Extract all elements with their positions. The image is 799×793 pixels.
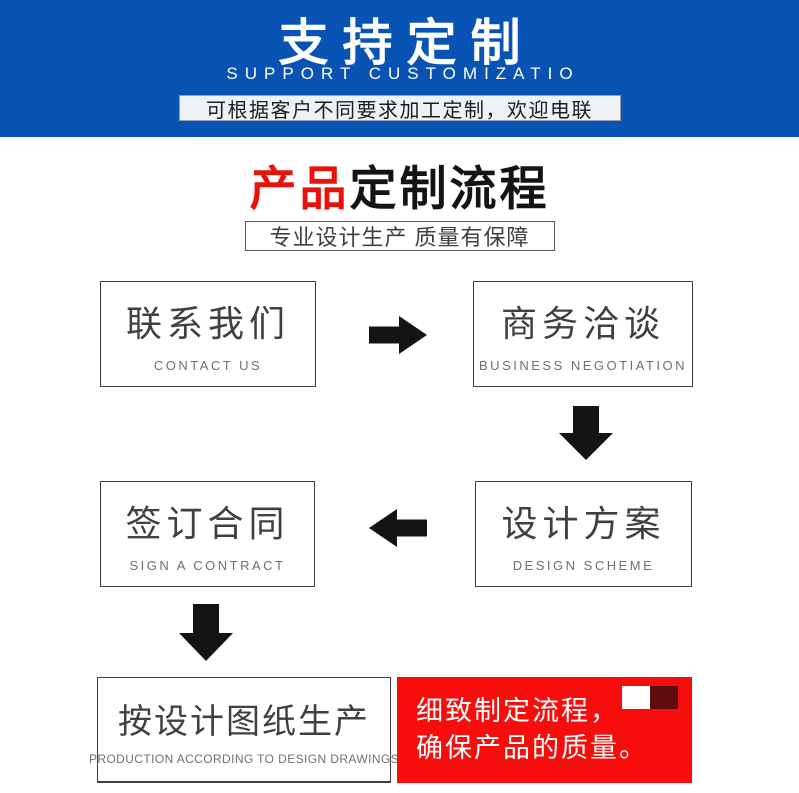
- flow-step-sign-contract: 签订合同 SIGN A CONTRACT: [100, 481, 315, 587]
- section-subtitle-box: 专业设计生产 质量有保障: [244, 221, 555, 251]
- step-en-label: CONTACT US: [153, 358, 263, 373]
- step-en-label: SIGN A CONTRACT: [129, 558, 286, 573]
- flow-step-business-negotiation: 商务洽谈 BUSINESS NEGOTIATION: [473, 281, 693, 387]
- section-title-accent: 产品: [249, 162, 350, 215]
- decor-maroon-square: [650, 686, 678, 709]
- decor-white-square: [622, 686, 650, 709]
- section-title: 产品定制流程: [0, 150, 799, 219]
- banner-title: 支持定制: [278, 15, 535, 71]
- banner-tagline-text: 可根据客户不同要求加工定制，欢迎电联: [206, 99, 593, 122]
- section-title-rest: 定制流程: [349, 162, 550, 215]
- note-line-1: 细致制定流程，: [416, 696, 619, 726]
- step-zh-label: 签订合同: [125, 503, 290, 544]
- flow-step-production: 按设计图纸生产 PRODUCTION ACCORDING TO DESIGN D…: [89, 677, 399, 783]
- section-subtitle-text: 专业设计生产 质量有保障: [269, 225, 530, 250]
- step-en-label: DESIGN SCHEME: [512, 558, 655, 573]
- step-en-label: PRODUCTION ACCORDING TO DESIGN DRAWINGS: [88, 751, 400, 766]
- step-zh-label: 商务洽谈: [500, 303, 665, 344]
- arrow-right-icon: [369, 316, 427, 354]
- arrow-down-icon: [179, 604, 233, 661]
- note-line-2: 确保产品的质量。: [416, 733, 648, 763]
- banner: 支持定制 SUPPORT CUSTOMIZATIO 可根据客户不同要求加工定制，…: [0, 0, 799, 137]
- flow-step-contact-us: 联系我们 CONTACT US: [100, 281, 316, 387]
- flow-step-design-scheme: 设计方案 DESIGN SCHEME: [475, 481, 692, 587]
- step-zh-label: 设计方案: [501, 503, 666, 544]
- note-decor-squares: [622, 686, 678, 709]
- banner-subtitle: SUPPORT CUSTOMIZATIO: [226, 64, 580, 83]
- quality-note-box: 细致制定流程， 确保产品的质量。: [397, 677, 692, 783]
- arrow-down-icon: [559, 406, 613, 460]
- step-en-label: BUSINESS NEGOTIATION: [479, 358, 687, 373]
- step-zh-label: 联系我们: [125, 303, 290, 344]
- step-zh-label: 按设计图纸生产: [118, 702, 370, 741]
- arrow-left-icon: [369, 509, 427, 547]
- banner-tagline-bar: 可根据客户不同要求加工定制，欢迎电联: [178, 95, 621, 122]
